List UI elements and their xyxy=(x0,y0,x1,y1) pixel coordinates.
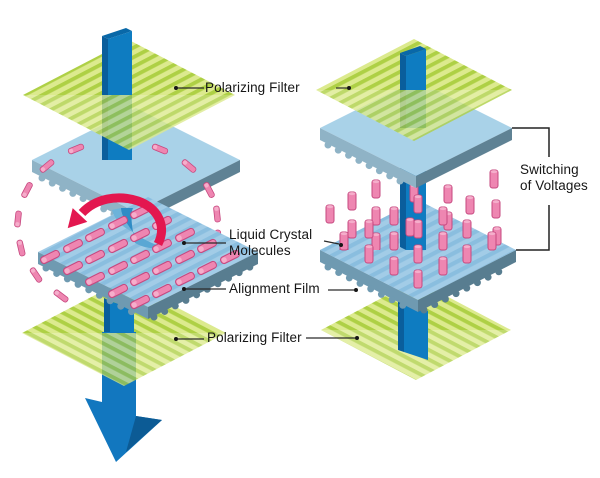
label-switching-of-voltages: Switching of Voltages xyxy=(520,162,588,194)
left-bottom-polarizing-filter-near-half xyxy=(22,333,226,386)
right-top-plate-near-half xyxy=(320,128,512,190)
switching-voltage-bracket xyxy=(512,127,550,251)
right-top-polarizing-filter-near-half xyxy=(316,90,512,141)
leader-lines xyxy=(178,87,355,340)
left-assembly-twisted-state xyxy=(13,28,258,462)
twist-rotation-arrow-icon xyxy=(67,193,166,247)
label-switching-line1: Switching xyxy=(520,162,579,177)
label-liquid-crystal-molecules: Liquid Crystal Molecules xyxy=(229,227,312,259)
right-assembly-voltage-state xyxy=(316,39,550,380)
label-liquid-crystal-line1: Liquid Crystal xyxy=(229,227,313,242)
leader-dots xyxy=(174,86,359,341)
label-switching-line2: of Voltages xyxy=(520,178,588,193)
label-polarizing-filter-top: Polarizing Filter xyxy=(205,80,300,95)
right-light-beam-blocked-stub xyxy=(398,298,428,360)
label-alignment-film: Alignment Film xyxy=(229,281,320,296)
left-top-polarizing-filter-near-half xyxy=(23,95,235,150)
label-liquid-crystal-line2: Molecules xyxy=(229,243,291,258)
label-polarizing-filter-bottom: Polarizing Filter xyxy=(207,330,302,345)
